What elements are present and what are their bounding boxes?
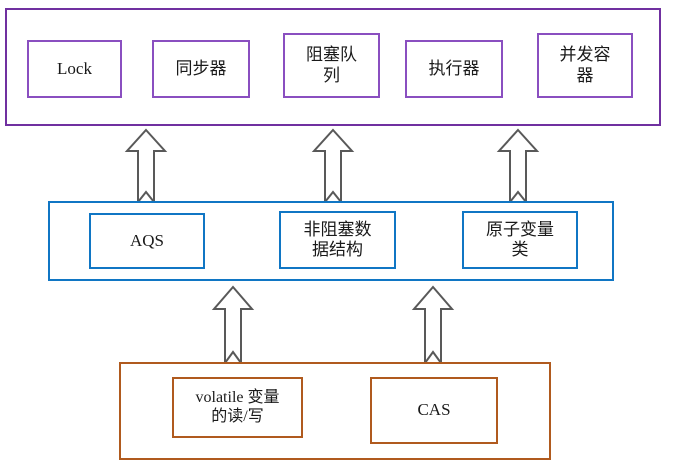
node-executor[interactable]: 执行器 [405,40,503,98]
middle-layer-container [48,201,614,281]
node-blocking-queue[interactable]: 阻塞队 列 [283,33,380,98]
node-non-blocking-structure[interactable]: 非阻塞数 据结构 [279,211,396,269]
node-synchronizer[interactable]: 同步器 [152,40,250,98]
node-executor-label: 执行器 [428,58,480,78]
node-atomic-variable-class[interactable]: 原子变量 类 [462,211,578,269]
node-blocking-queue-label: 阻塞队 列 [306,45,357,85]
bottom-layer-container [119,362,551,460]
node-concurrent-container[interactable]: 并发容 器 [537,33,633,98]
node-cas[interactable]: CAS [370,377,498,444]
node-volatile-rw-label: volatile 变量 的读/写 [195,388,280,425]
arrow-bottom-to-middle-2 [411,285,455,363]
node-atomic-variable-class-label: 原子变量 类 [486,219,554,259]
node-aqs[interactable]: AQS [89,213,205,269]
arrow-middle-to-top-3 [496,128,540,202]
arrow-middle-to-top-1 [124,128,168,202]
arrow-bottom-to-middle-1 [211,285,255,363]
node-lock-label: Lock [57,58,92,78]
top-layer-container [5,8,661,126]
node-concurrent-container-label: 并发容 器 [559,45,611,85]
node-non-blocking-structure-label: 非阻塞数 据结构 [303,219,372,259]
arrow-middle-to-top-2 [311,128,355,202]
node-volatile-rw[interactable]: volatile 变量 的读/写 [172,377,303,438]
node-lock[interactable]: Lock [27,40,122,98]
node-synchronizer-label: 同步器 [175,58,227,78]
node-aqs-label: AQS [129,230,164,250]
node-cas-label: CAS [417,400,451,420]
